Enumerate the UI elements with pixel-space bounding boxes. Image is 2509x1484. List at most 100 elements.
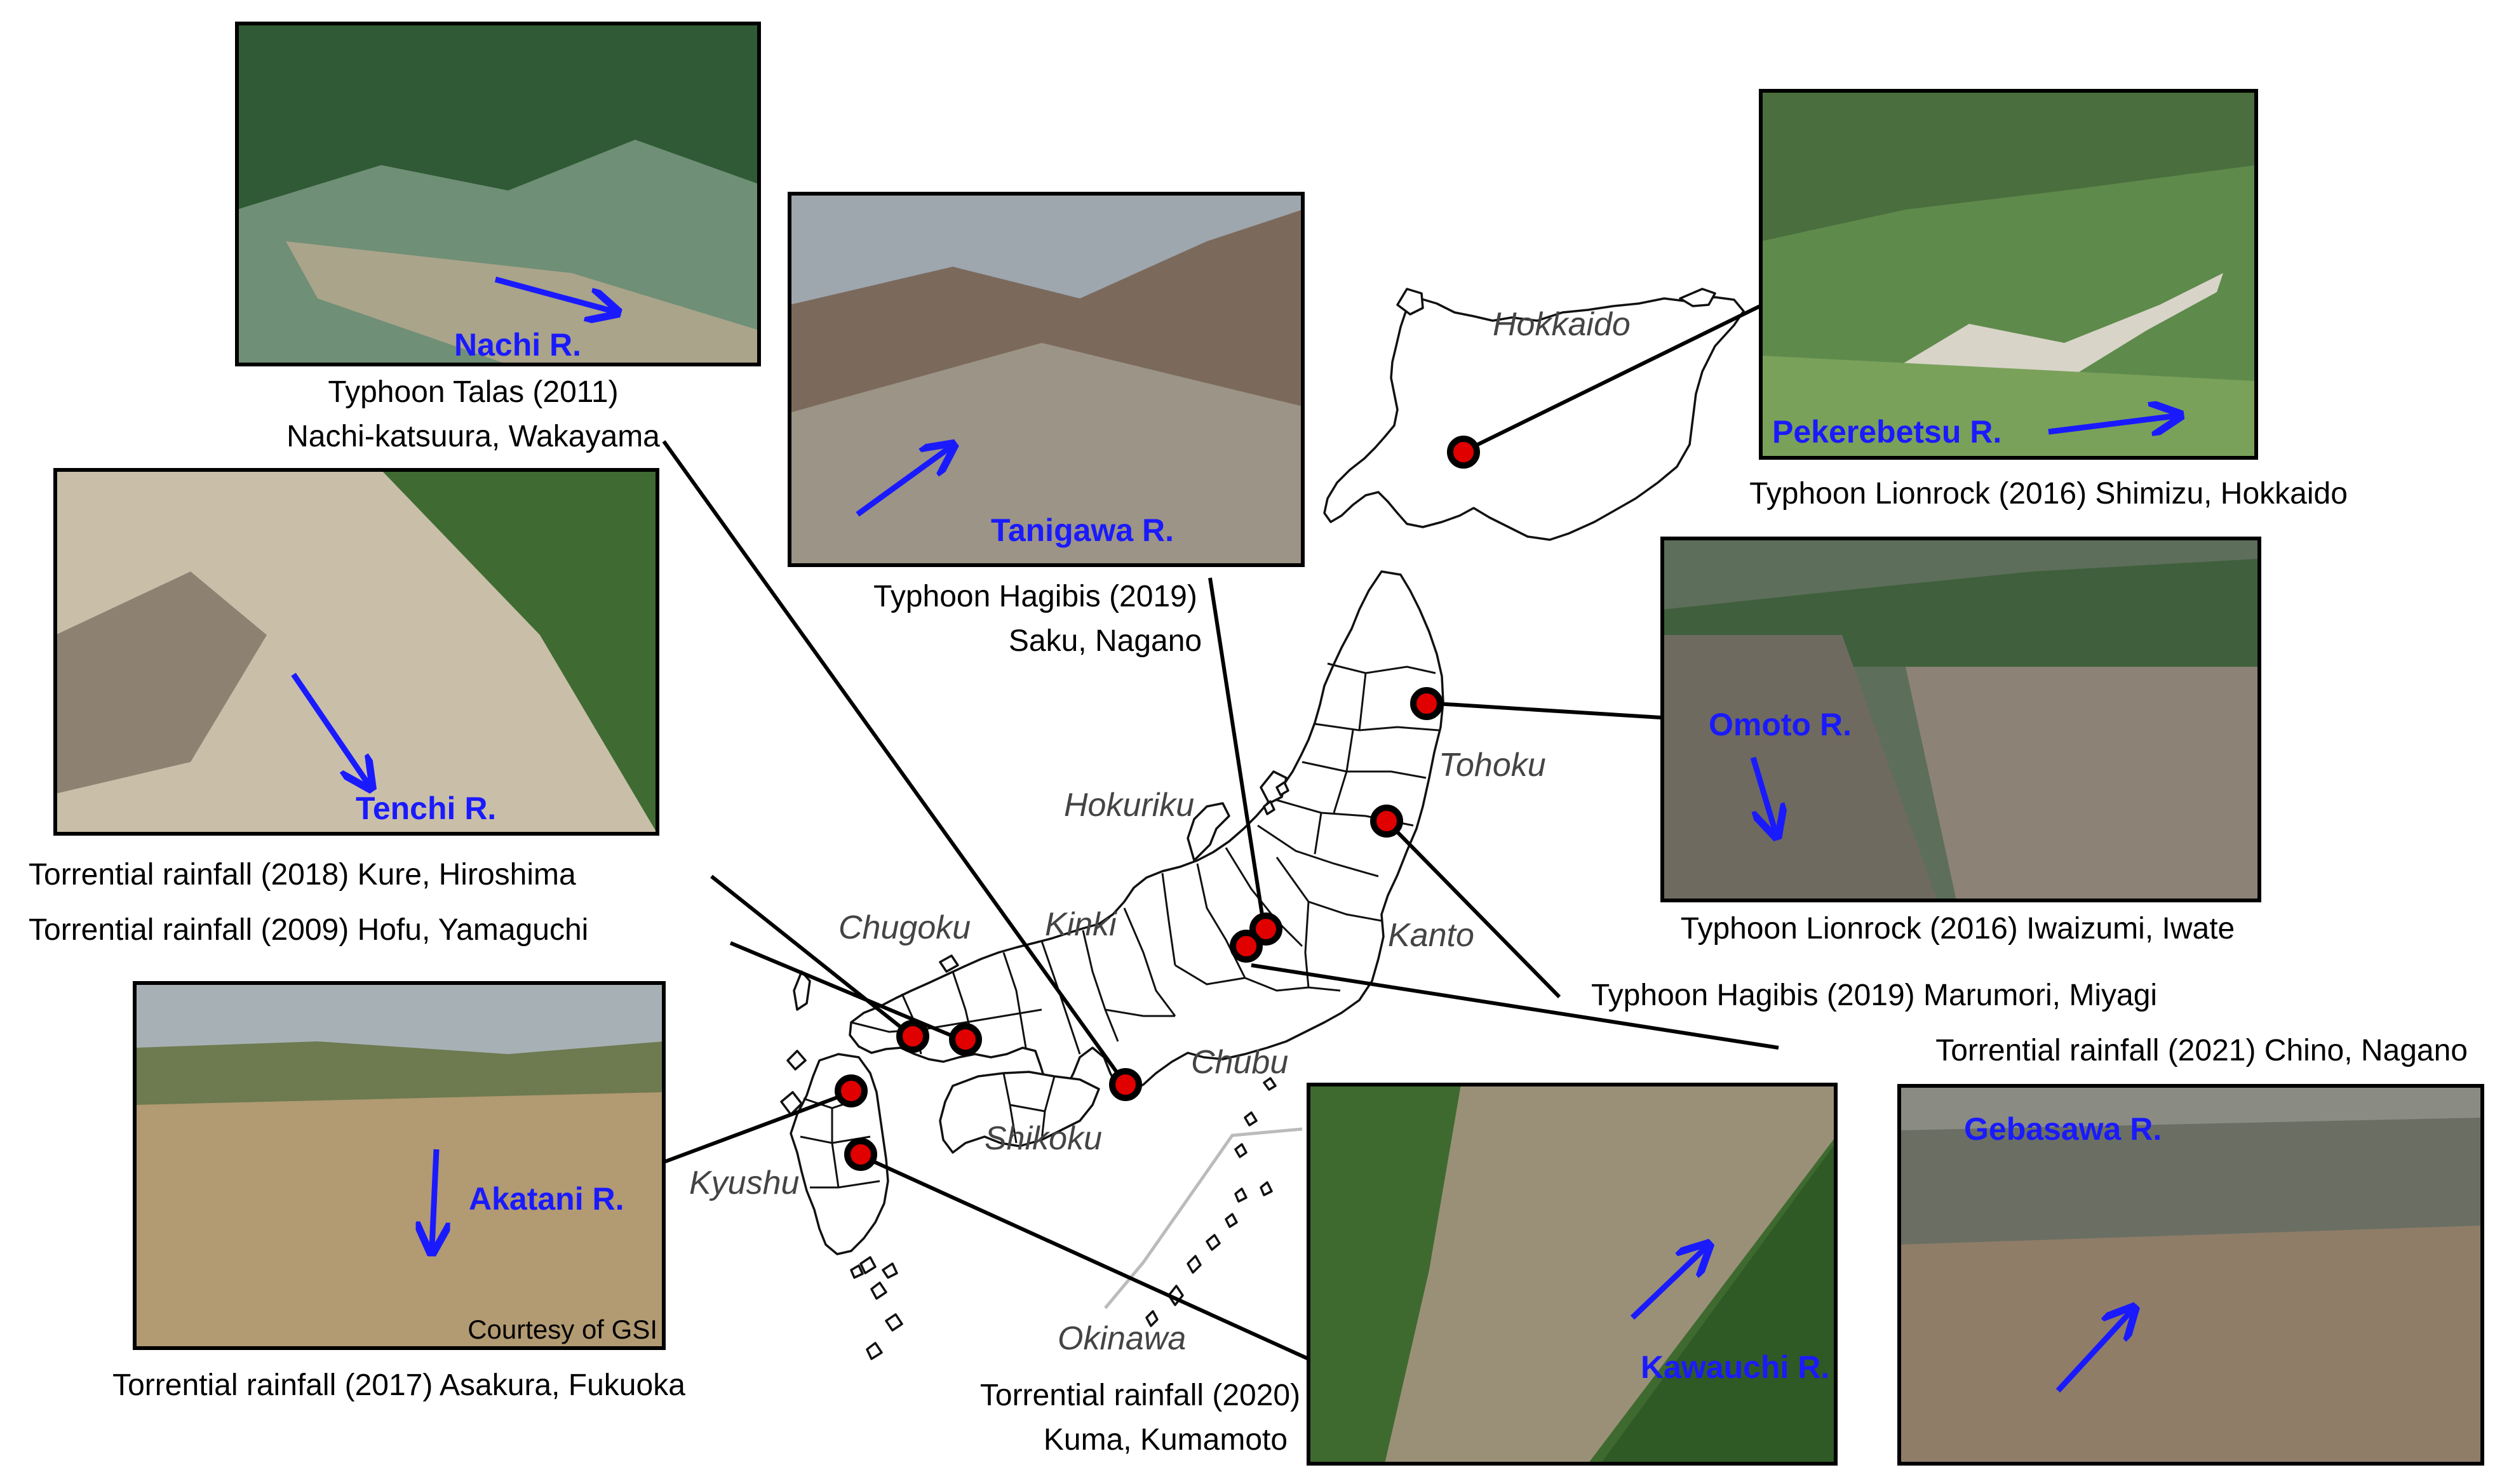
photo-tanigawa-houses <box>790 210 1303 413</box>
photo-gebasawa-frame <box>1897 1084 2484 1466</box>
okinawa-islands <box>1145 1234 1221 1327</box>
photo-tenchi-houses <box>55 572 267 794</box>
leader-hofu <box>729 941 967 1043</box>
photo-omoto: Omoto R. <box>1660 537 2261 902</box>
leader-omoto <box>1425 701 1662 719</box>
flow-arrow-tanigawa <box>856 448 950 517</box>
west-islands-2 <box>786 1050 807 1071</box>
region-label-kyushu: Kyushu <box>689 1165 799 1201</box>
photo-tanigawa: Tanigawa R. <box>788 192 1305 567</box>
caption-kawauchi-location: Kuma, Kumamoto <box>1044 1423 1288 1457</box>
southern-islands <box>850 1256 903 1360</box>
marker-asakura <box>835 1074 868 1107</box>
flow-arrow-akatani <box>432 1149 436 1248</box>
river-label-kawauchi: Kawauchi R. <box>1641 1349 1829 1385</box>
photo-tanigawa-road <box>790 343 1303 565</box>
photo-tenchi-debris <box>55 470 657 834</box>
izu-islands <box>1225 1077 1277 1228</box>
leader-lines <box>662 303 1779 1361</box>
region-label-chubu: Chubu <box>1191 1044 1288 1081</box>
river-label-pekerebetsu: Pekerebetsu R. <box>1772 414 2001 450</box>
caption-nachi-event: Typhoon Talas (2011) <box>328 375 618 409</box>
leader-kawauchi <box>859 1154 1310 1361</box>
photo-pekerebetsu: Pekerebetsu R. <box>1759 89 2258 460</box>
photo-omoto-bank <box>1906 667 2259 900</box>
flow-arrow-kawauchi <box>1630 1248 1705 1320</box>
photo-nachi: Nachi R. <box>235 22 761 366</box>
leader-pekerebetsu <box>1460 303 1764 455</box>
hokkaido-tip <box>1679 288 1716 307</box>
tsushima <box>793 970 811 1011</box>
marker-shimizu <box>1447 436 1480 469</box>
caption-gebasawa: Torrential rainfall (2021) Chino, Nagano <box>1935 1034 2468 1067</box>
photo-pekerebetsu-foreground <box>1761 356 2256 458</box>
flow-arrow-nachi <box>494 276 613 311</box>
photo-akatani-mud <box>135 1092 664 1348</box>
west-islands-1 <box>780 1091 803 1116</box>
caption-tenchi: Torrential rainfall (2018) Kure, Hiroshi… <box>29 858 576 892</box>
caption-nachi-location: Nachi-katsuura, Wakayama <box>286 420 660 453</box>
photo-tenchi: Tenchi R. <box>53 468 659 836</box>
photo-kawauchi-frame <box>1307 1083 1838 1466</box>
photo-nachi-mountain <box>237 23 759 210</box>
region-label-shikoku: Shikoku <box>985 1120 1102 1157</box>
marker-iwaizumi <box>1410 687 1443 720</box>
river-label-nachi: Nachi R. <box>454 327 581 363</box>
shikoku-outline <box>939 1071 1100 1154</box>
marker-kuma <box>844 1138 877 1171</box>
caption-omoto: Typhoon Lionrock (2016) Iwaizumi, Iwate <box>1681 912 2235 946</box>
river-label-omoto: Omoto R. <box>1709 707 1852 742</box>
japan-map <box>780 288 1745 1360</box>
caption-kawauchi-event: Torrential rainfall (2020) <box>980 1379 1300 1412</box>
region-label-tohoku: Tohoku <box>1439 747 1546 784</box>
river-label-gebasawa: Gebasawa R. <box>1964 1111 2162 1147</box>
photo-omoto-frame <box>1660 537 2261 902</box>
noto-peninsula <box>1187 802 1230 862</box>
marker-kure <box>896 1020 929 1053</box>
honshu-outline <box>849 570 1444 1093</box>
photo-gebasawa: Gebasawa R. <box>1897 1084 2484 1466</box>
photo-tanigawa-frame <box>788 192 1305 567</box>
marker-nachi-katsuura <box>1109 1068 1142 1101</box>
region-label-kinki: Kinki <box>1045 906 1117 943</box>
caption-akatani: Torrential rainfall (2017) Asakura, Fuku… <box>112 1368 685 1402</box>
marker-hofu <box>949 1023 982 1056</box>
photo-pekerebetsu-frame <box>1759 89 2258 460</box>
leader-marumori <box>1383 817 1561 999</box>
photo-nachi-valley <box>286 241 759 364</box>
region-labels: Hokkaido Tohoku Hokuriku Kanto Chugoku K… <box>689 306 1631 1357</box>
region-label-kanto: Kanto <box>1388 917 1474 954</box>
flow-arrow-pekerebetsu <box>2048 416 2176 432</box>
leader-akatani <box>663 1090 852 1164</box>
photo-akatani: Akatani R. Courtesy of GSI <box>133 981 666 1350</box>
region-label-hokuriku: Hokuriku <box>1064 787 1194 824</box>
leader-nachi <box>662 440 1126 1084</box>
hokkaido-north-cape <box>1396 288 1424 316</box>
caption-hofu: Torrential rainfall (2009) Hofu, Yamaguc… <box>29 913 588 947</box>
caption-tanigawa-location: Saku, Nagano <box>1009 624 1202 658</box>
photo-gebasawa-field <box>1899 1226 2482 1464</box>
oki-islands <box>939 954 959 973</box>
marker-marumori <box>1370 805 1403 838</box>
flow-arrow-tenchi <box>291 672 368 784</box>
caption-pekerebetsu: Typhoon Lionrock (2016) Shimizu, Hokkaid… <box>1749 477 2348 511</box>
region-label-okinawa: Okinawa <box>1058 1320 1186 1357</box>
shikoku-borders <box>1002 1073 1056 1144</box>
north-islet-2 <box>1263 800 1275 815</box>
leader-tanigawa <box>1208 577 1266 928</box>
photo-credit: Courtesy of GSI <box>467 1314 657 1344</box>
photo-omoto-river <box>1662 635 1937 900</box>
river-label-tenchi: Tenchi R. <box>356 791 496 826</box>
photo-kawauchi-slope <box>1601 1143 1836 1464</box>
river-label-akatani: Akatani R. <box>469 1181 624 1217</box>
caption-tanigawa-event: Typhoon Hagibis (2019) <box>873 580 1197 613</box>
photo-nachi-frame <box>235 22 761 366</box>
north-islet-1 <box>1275 781 1289 796</box>
leader-tenchi <box>710 874 916 1040</box>
flow-arrow-omoto <box>1750 756 1775 832</box>
photo-tenchi-frame <box>53 468 659 836</box>
leader-gebasawa <box>1251 963 1779 1050</box>
event-markers <box>835 436 1480 1171</box>
marker-saku <box>1249 912 1282 946</box>
